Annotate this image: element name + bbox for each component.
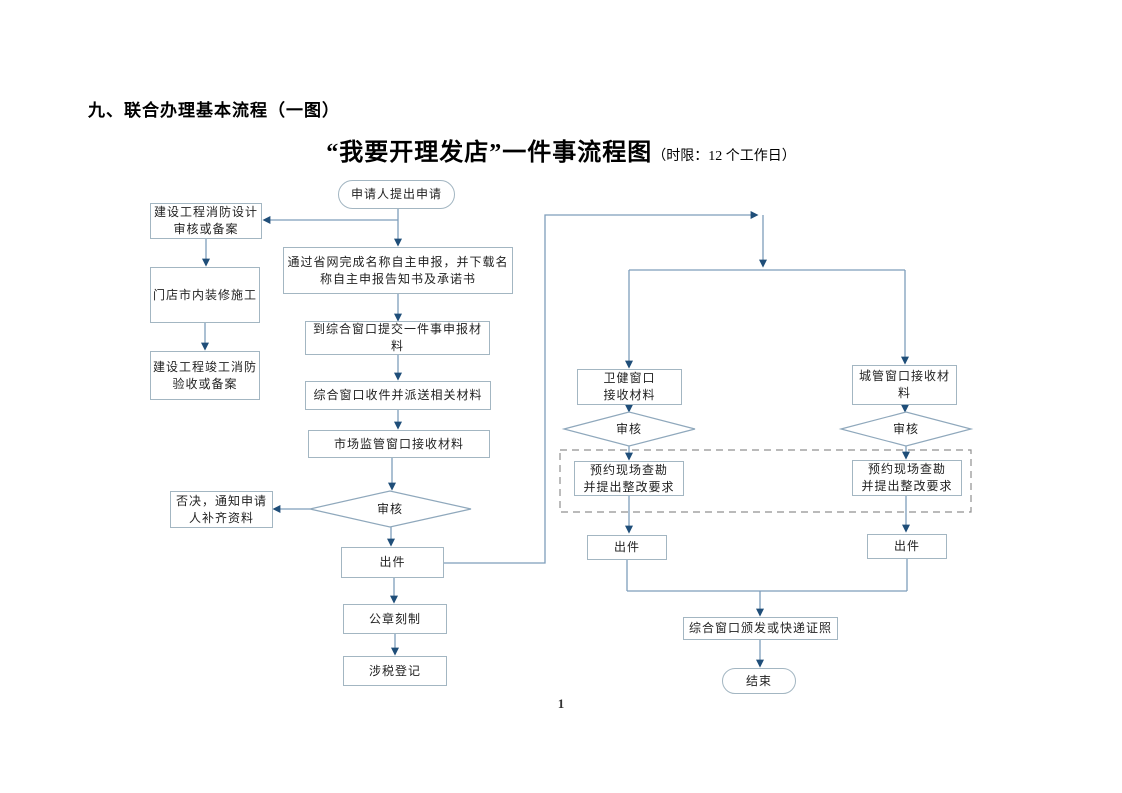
review-diamond-health bbox=[561, 411, 696, 447]
node-window-dispatch: 综合窗口收件并派送相关材料 bbox=[305, 381, 491, 410]
node-health-receive: 卫健窗口 接收材料 bbox=[577, 369, 682, 405]
node-end: 结束 bbox=[722, 668, 796, 694]
flowchart-title-main: “我要开理发店”一件事流程图 bbox=[326, 140, 653, 166]
node-survey-city: 预约现场查勘 并提出整改要求 bbox=[852, 460, 962, 496]
node-license-delivery: 综合窗口颁发或快递证照 bbox=[683, 617, 838, 640]
review-diamonds bbox=[309, 411, 974, 528]
node-survey-health: 预约现场查勘 并提出整改要求 bbox=[574, 461, 684, 496]
node-start: 申请人提出申请 bbox=[338, 180, 455, 209]
node-name-declaration: 通过省网完成名称自主申报，并下载名 称自主申报告知书及承诺书 bbox=[283, 247, 513, 294]
node-submit-materials: 到综合窗口提交一件事申报材 料 bbox=[305, 321, 490, 355]
node-issue-city: 出件 bbox=[867, 534, 947, 559]
node-issue-health: 出件 bbox=[587, 535, 667, 560]
node-store-decoration: 门店市内装修施工 bbox=[150, 267, 260, 323]
node-reject-notify: 否决，通知申请 人补齐资料 bbox=[170, 491, 273, 528]
review-diamond-mid bbox=[309, 490, 472, 528]
flowchart-title: “我要开理发店”一件事流程图（时限：12 个工作日） bbox=[0, 132, 1122, 167]
review-diamond-city bbox=[838, 411, 974, 447]
label-review-health: 审核 bbox=[615, 422, 642, 437]
label-review-city: 审核 bbox=[892, 422, 919, 437]
node-issue-mid: 出件 bbox=[341, 547, 444, 578]
flowchart-title-note: （时限：12 个工作日） bbox=[652, 149, 796, 164]
page-number: 1 bbox=[557, 696, 565, 711]
node-city-receive: 城管窗口接收材 料 bbox=[852, 365, 957, 405]
node-fire-acceptance: 建设工程竣工消防 验收或备案 bbox=[150, 351, 260, 400]
section-heading: 九、联合办理基本流程（一图） bbox=[88, 101, 340, 120]
connector-lines bbox=[201, 209, 910, 668]
node-seal-engraving: 公章刻制 bbox=[343, 604, 447, 634]
label-review-mid: 审核 bbox=[376, 501, 403, 516]
site-survey-dashed-zone bbox=[559, 449, 972, 513]
node-fire-design-review: 建设工程消防设计 审核或备案 bbox=[150, 203, 262, 239]
node-market-receive: 市场监管窗口接收材料 bbox=[308, 430, 490, 458]
node-tax-registration: 涉税登记 bbox=[343, 656, 447, 686]
